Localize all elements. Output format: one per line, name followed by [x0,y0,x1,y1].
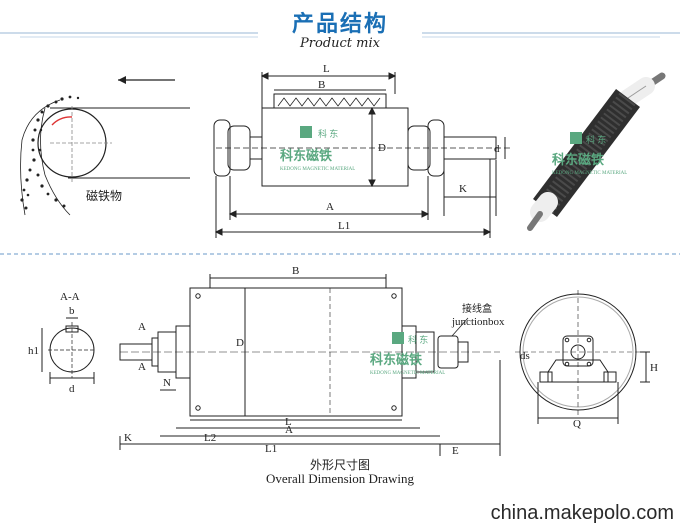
caption-cn: 外形尺寸图 [309,458,370,472]
dim-N: N [163,377,171,389]
label-aa: A-A [60,291,80,303]
particles [20,95,80,210]
dim-h1: h1 [28,345,39,357]
dim-d2: d [69,383,75,395]
magnetic-material-label: 磁铁物 [86,188,122,203]
end-circle [519,293,637,411]
dim-L2: L2 [204,432,216,444]
section-aa [41,317,96,384]
dim-L: L [323,63,330,75]
svg-text:科 东: 科 东 [408,334,428,345]
svg-text:科 东: 科 东 [586,134,606,145]
shaft-left [119,343,153,361]
svg-text:KEDONG MAGNETIC MATERIAL: KEDONG MAGNETIC MATERIAL [280,167,355,172]
dim-Q: Q [573,418,581,430]
svg-text:科东磁铁: 科东磁铁 [552,152,604,168]
svg-text:科东磁铁: 科东磁铁 [280,148,332,164]
dim-d: d [494,143,500,155]
dim-A-bottom: A [138,361,146,373]
svg-text:KEDONG MAGNETIC MATERIAL: KEDONG MAGNETIC MATERIAL [552,171,627,176]
svg-text:KEDONG MAGNETIC MATERIAL: KEDONG MAGNETIC MATERIAL [370,371,445,376]
roller-front-view [119,274,501,456]
junction-label-en: junctionbox [451,316,505,328]
dim-L1: L1 [338,220,350,232]
dim-E: E [452,445,459,457]
dim-K: K [459,183,467,195]
header-title: 产品结构 [291,12,388,37]
dim-B: B [318,79,325,91]
dim-D2: D [236,337,244,349]
roller-end-view [515,290,650,424]
roller-side-view [213,72,510,238]
dim-H: H [650,362,658,374]
roller-product-image: 科 东 科东磁铁 KEDONG MAGNETIC MATERIAL [527,72,666,231]
principle-sketch: 磁铁物 [20,76,190,216]
watermark-bottom: 科 东 科东磁铁 KEDONG MAGNETIC MATERIAL [370,332,445,376]
dim-A: A [326,201,334,213]
dim-K-bottom: K [124,432,132,444]
dim-B2: B [292,265,299,277]
dim-L-bottom: L [285,416,292,428]
dim-ds: ds [520,350,530,362]
dim-D: D [378,142,386,154]
caption-en: Overall Dimension Drawing [265,471,415,486]
dim-A-bottom-span: A [285,424,293,436]
dim-A-top: A [138,321,146,333]
svg-text:科 东: 科 东 [318,128,338,139]
drum-body [261,107,409,187]
junction-label-cn: 接线盒 [462,302,492,315]
dim-L1-bottom: L1 [265,443,277,455]
header-subtitle: Product mix [300,36,380,51]
site-watermark: china.makepolo.com [490,502,674,524]
watermark-top: 科 东 科东磁铁 KEDONG MAGNETIC MATERIAL [280,126,355,172]
dim-b: b [69,305,75,317]
svg-text:科东磁铁: 科东磁铁 [370,352,422,368]
